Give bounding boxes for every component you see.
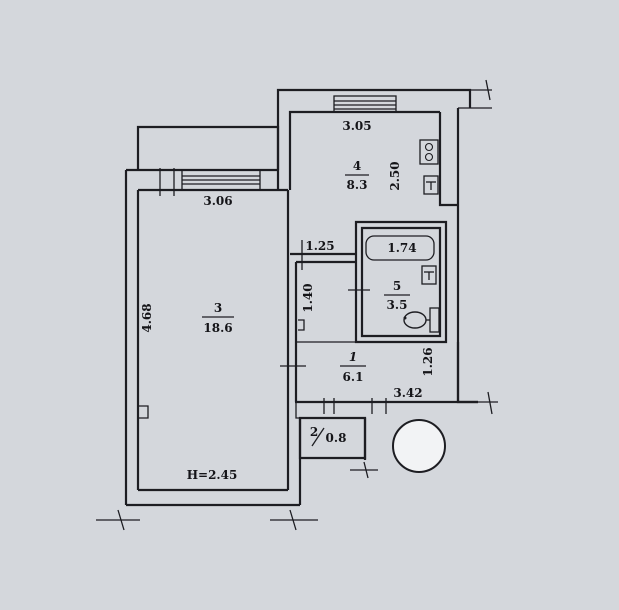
room3-area: 18.6 xyxy=(203,321,232,335)
left-wall xyxy=(124,170,140,505)
hall-walls xyxy=(295,341,356,419)
room3-right-wall xyxy=(286,190,298,490)
room5-area: 3.5 xyxy=(387,298,408,312)
dim-room4-width: 3.05 xyxy=(342,119,371,133)
dim-hall-length: 1.26 xyxy=(421,347,435,376)
windows xyxy=(181,95,397,191)
fixtures xyxy=(355,139,446,473)
break-mark-right xyxy=(478,391,498,415)
room1-area: 6.1 xyxy=(343,370,364,384)
right-wall xyxy=(438,108,460,402)
dim-hall-width: 3.42 xyxy=(393,386,422,400)
stove-icon xyxy=(419,139,439,165)
sink-icon xyxy=(423,175,439,195)
washbasin-icon xyxy=(421,265,437,285)
room3-door-jamb xyxy=(138,405,149,419)
room4-area: 8.3 xyxy=(347,178,368,192)
room2-number: 2 xyxy=(310,425,318,439)
room3-number: 3 xyxy=(214,301,222,315)
break-mark-bottom-mid xyxy=(270,509,318,531)
window-kitchen xyxy=(333,95,397,113)
dim-corridor-length: 1.40 xyxy=(301,283,315,312)
bottom-wall xyxy=(126,488,300,507)
dim-room3-length: 4.68 xyxy=(140,303,154,332)
labels: 3 18.6 4 8.3 5 3.5 1 6.1 2 0.8 3.06 4.68… xyxy=(140,119,435,482)
room1-number: 1 xyxy=(349,350,357,364)
dim-room4-length: 2.50 xyxy=(388,161,402,190)
stairwell-icon xyxy=(392,419,446,473)
dimension-ticks xyxy=(96,79,498,531)
ceiling-height: H=2.45 xyxy=(187,468,238,482)
break-mark-bottom-left xyxy=(96,509,140,531)
room5-number: 5 xyxy=(393,279,401,293)
bathtub-icon xyxy=(365,235,435,261)
balcony-outline xyxy=(136,125,280,170)
break-mark-top-right xyxy=(458,79,492,109)
room3-small-stub xyxy=(298,319,305,331)
break-mark-closet xyxy=(350,461,378,479)
room2-area: 0.8 xyxy=(326,431,347,445)
closet-walls xyxy=(298,416,367,460)
toilet-icon xyxy=(403,307,440,333)
dim-bath-width: 1.74 xyxy=(387,241,416,255)
corridor-top-wall xyxy=(290,252,356,264)
hall-right-wall xyxy=(456,342,478,404)
room4-number: 4 xyxy=(353,159,361,173)
interior-walls xyxy=(138,190,448,490)
dim-corridor-width: 1.25 xyxy=(305,239,334,253)
dim-room3-width: 3.06 xyxy=(203,194,232,208)
